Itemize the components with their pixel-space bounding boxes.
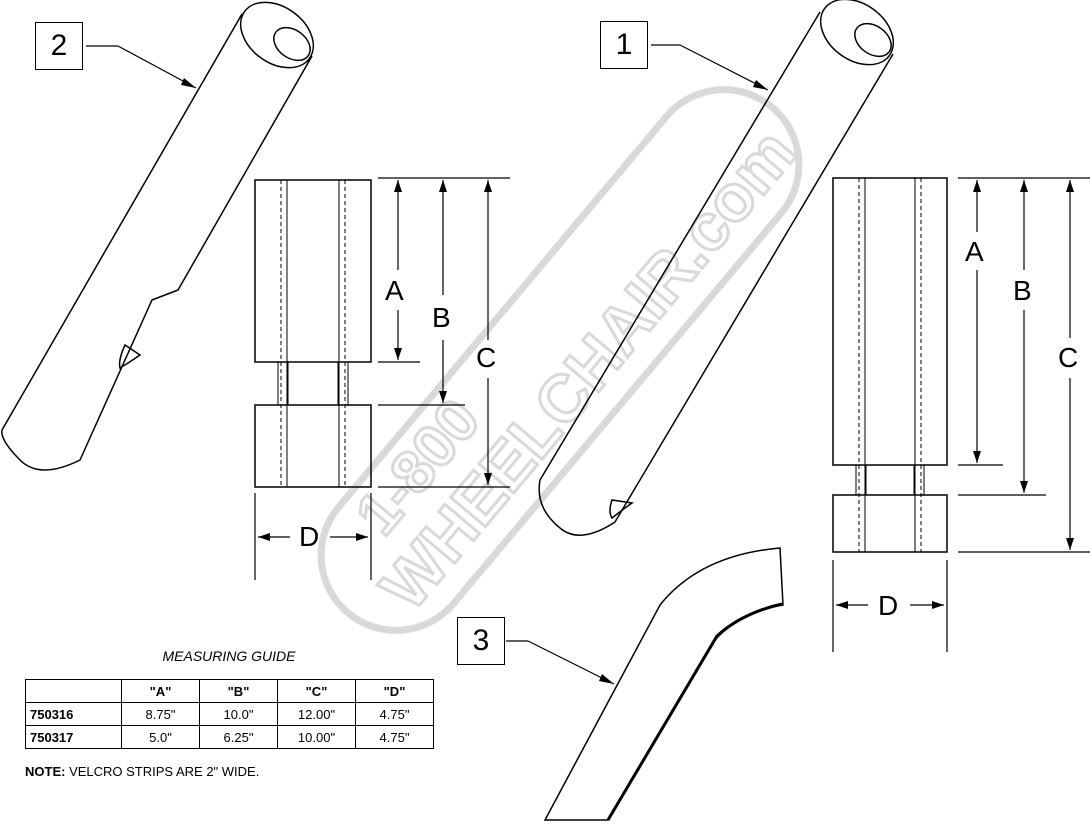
item3-pad [543, 547, 784, 821]
table-header-c: "C" [277, 679, 356, 703]
note-label: NOTE: [25, 764, 66, 779]
callout-item-2: 2 [35, 22, 83, 70]
measuring-guide-title: MEASURING GUIDE [162, 648, 296, 664]
item1-tube [538, 0, 895, 536]
table-cell: 5.0" [121, 725, 200, 749]
dim-c-right: C [1058, 342, 1079, 373]
table-header-d: "D" [355, 679, 434, 703]
table-header-row: "A" "B" "C" "D" [25, 679, 434, 703]
table-cell: 6.25" [199, 725, 278, 749]
table-cell: 8.75" [121, 702, 200, 726]
callout-item-3: 3 [457, 617, 505, 665]
dim-d-right: D [878, 590, 899, 621]
dim-b-right: B [1013, 275, 1032, 306]
table-cell: 12.00" [277, 702, 356, 726]
callout-item-1-label: 1 [615, 28, 633, 61]
table-row: 750316 8.75" 10.0" 12.00" 4.75" [25, 702, 434, 726]
table-cell: 10.0" [199, 702, 278, 726]
dim-a-right: A [965, 236, 984, 267]
table-cell: 4.75" [355, 702, 434, 726]
item2-flat-pattern [254, 177, 510, 580]
note-text: VELCRO STRIPS ARE 2" WIDE. [65, 764, 260, 779]
table-cell: 4.75" [355, 725, 434, 749]
table-cell: 10.00" [277, 725, 356, 749]
measuring-guide-table: "A" "B" "C" "D" 750316 8.75" 10.0" 12.00… [25, 679, 434, 749]
dim-d-left: D [299, 521, 320, 552]
dim-b-left: B [432, 302, 451, 333]
table-cell-part: 750316 [25, 702, 122, 726]
table-header-a: "A" [121, 679, 200, 703]
dim-a-left: A [385, 275, 404, 306]
item2-tube [1, 1, 315, 471]
callout-item-2-label: 2 [50, 29, 68, 62]
table-header-b: "B" [199, 679, 278, 703]
table-cell-part: 750317 [25, 725, 122, 749]
dim-c-left: C [476, 342, 497, 373]
table-header-blank [25, 679, 122, 703]
item1-flat-pattern [832, 177, 1090, 652]
table-row: 750317 5.0" 6.25" 10.00" 4.75" [25, 725, 434, 749]
callout-item-1: 1 [600, 21, 648, 69]
callout-item-3-label: 3 [472, 624, 490, 657]
note: NOTE: VELCRO STRIPS ARE 2" WIDE. [25, 764, 259, 779]
